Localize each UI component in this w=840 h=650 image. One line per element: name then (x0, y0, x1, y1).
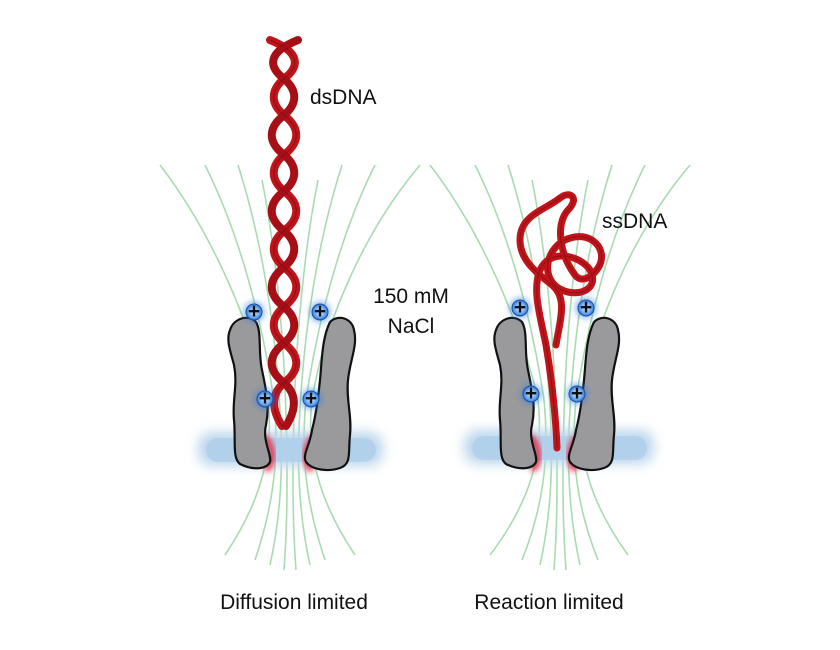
dsdna-label: dsDNA (310, 86, 377, 109)
positive-charge-icon: + (520, 382, 542, 405)
dna-helix-icon (267, 36, 302, 430)
salt-concentration-label: 150 mM (373, 285, 449, 308)
charge-symbol: + (580, 296, 592, 319)
left-dsdna (266, 36, 302, 430)
left-panel: + + + + dsDNA Diffusion limited (159, 36, 421, 614)
right-panel: + + + + ssDNA Reaction limited (429, 164, 691, 614)
charge-symbol: + (314, 300, 326, 323)
positive-charge-icon: + (309, 300, 331, 323)
positive-charge-icon: + (254, 387, 276, 410)
left-caption: Diffusion limited (220, 591, 368, 614)
salt-type-label: NaCl (388, 315, 435, 338)
nanopore-wall-icon (493, 316, 538, 470)
charge-symbol: + (571, 382, 583, 405)
left-membrane (198, 432, 383, 466)
right-caption: Reaction limited (474, 591, 623, 614)
positive-charge-icon: + (509, 296, 531, 319)
nanopore-wall-icon (227, 316, 272, 470)
positive-charge-icon: + (300, 387, 322, 410)
charge-symbol: + (525, 382, 537, 405)
charge-symbol: + (248, 300, 260, 323)
charge-symbol: + (514, 296, 526, 319)
positive-charge-icon: + (566, 382, 588, 405)
charge-symbol: + (259, 387, 271, 410)
ssdna-label: ssDNA (602, 210, 667, 233)
right-ssdna (516, 191, 606, 452)
positive-charge-icon: + (575, 296, 597, 319)
positive-charge-icon: + (243, 300, 265, 323)
charge-symbol: + (305, 387, 317, 410)
